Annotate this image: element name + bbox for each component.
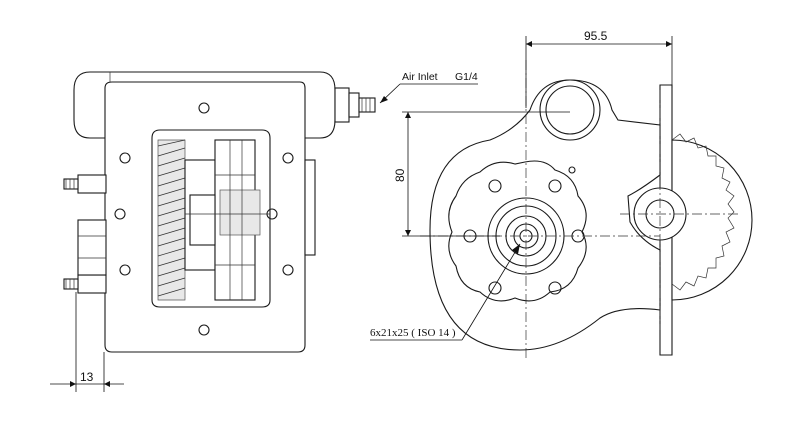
air-inlet-label: Air Inlet [402,71,438,83]
side-view: 13 [50,71,376,392]
dimension-80-label: 80 [393,168,407,182]
spline-callout: 6x21x25 ( ISO 14 ) [370,243,521,341]
dimension-95-5: 95.5 [525,29,673,108]
flange-bolt-holes [114,102,294,336]
dimension-13-label: 13 [80,370,94,384]
side-boss [304,159,316,256]
spline-label: 6x21x25 ( ISO 14 ) [370,327,456,339]
front-view [420,60,753,360]
dimension-80: 80 [393,111,570,237]
thread-label: G1/4 [455,71,478,83]
air-inlet-fitting [334,87,376,123]
dimension-95-5-label: 95.5 [584,29,608,43]
air-inlet-callout: Air Inlet G1/4 [379,71,478,104]
top-port-inner [545,85,595,135]
dowel-pin [568,166,576,174]
helical-gear [157,139,186,301]
internal-mechanism [184,139,270,301]
dimension-13: 13 [50,292,124,392]
mounting-studs [63,174,107,294]
top-port [539,79,601,141]
